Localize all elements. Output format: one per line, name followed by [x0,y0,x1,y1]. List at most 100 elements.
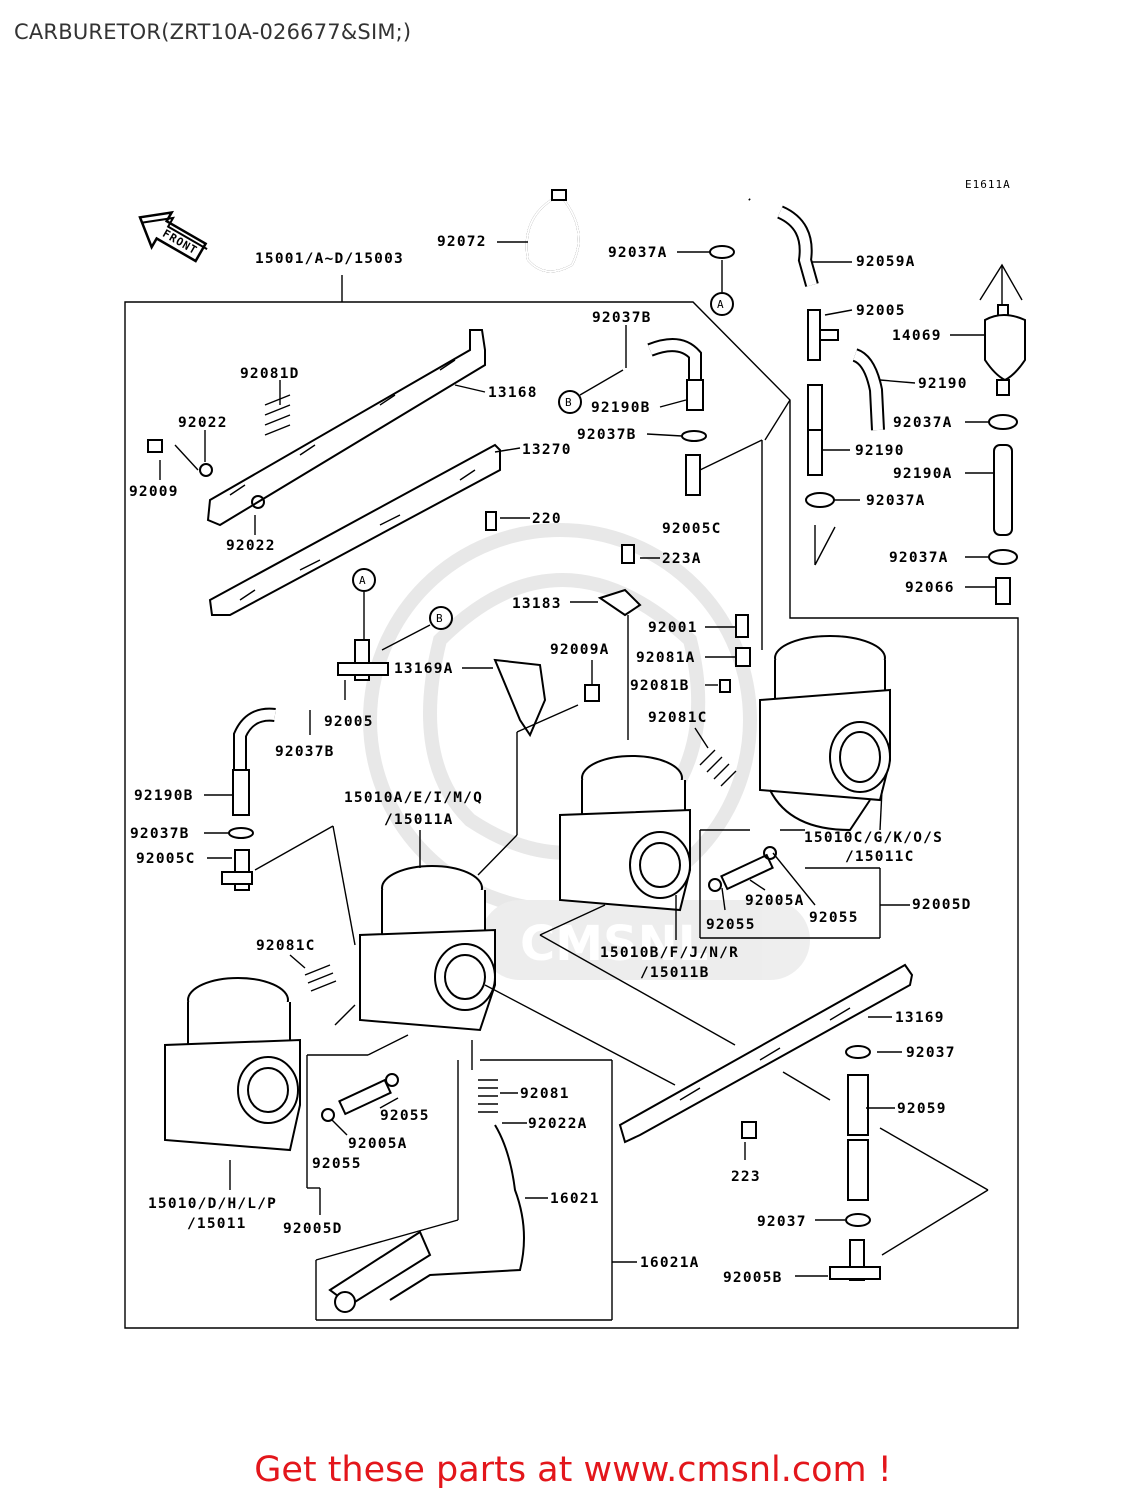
label-92005D-2: 92005D [283,1221,343,1237]
clamp-92072 [525,189,580,273]
watermark-text: CMSNL [520,916,708,972]
plate-13270 [208,443,501,616]
watermark-logo: CMSNL [363,523,810,980]
label-92190B-2: 92190B [134,788,194,804]
label-223: 223 [731,1169,761,1185]
spring-92081 [478,1079,498,1113]
joint-92005A-left [321,1073,399,1122]
fuel-hose-group: A [709,181,819,316]
label-223A: 223A [662,551,702,567]
label-92005C-2: 92005C [136,851,196,867]
label-16021: 16021 [550,1191,600,1207]
callout-b-top: B [565,396,573,409]
carburetor-2 [559,755,691,912]
bracket-13168 [206,329,486,527]
label-92037B-1: 92037B [592,310,652,326]
label-92001: 92001 [648,620,698,636]
label-92005-2: 92005 [324,714,374,730]
parts-diagram: CMSNL FRONT E1611A A [124,178,1026,1329]
label-92037B-2: 92037B [577,427,637,443]
assembly-outline [124,301,1019,1329]
part-labels: 15001/A~D/15003 92072 92037A 92059A 9200… [129,234,972,1286]
label-92055-1: 92055 [706,917,756,933]
label-92059: 92059 [897,1101,947,1117]
label-92005D-1: 92005D [912,897,972,913]
fuel-filter-14069 [979,263,1026,605]
label-13270: 13270 [522,442,572,458]
label-92037A-2: 92037A [893,415,953,431]
label-15010B: 15010B/F/J/N/R [600,945,739,961]
label-92037B-3: 92037B [275,744,335,760]
label-15010: 15010/D/H/L/P [148,1196,277,1212]
label-92022-2: 92022 [226,538,276,554]
joint-92005A-right [708,846,777,892]
label-92072: 92072 [437,234,487,250]
hose-92190B-top [647,338,707,496]
hose-92059 [829,1045,881,1281]
callout-b: B [436,612,444,625]
label-92081C-1: 92081C [648,710,708,726]
label-92009: 92009 [129,484,179,500]
label-92081A: 92081A [636,650,696,666]
front-arrow-icon: FRONT [138,210,208,263]
carburetor-1 [759,635,891,832]
label-92037: 92037 [906,1045,956,1061]
label-92190A: 92190A [893,466,953,482]
label-92081B: 92081B [630,678,690,694]
spring-92081D [264,394,291,436]
rail-13169 [618,963,914,1144]
screws [147,439,757,1139]
label-92190-2: 92190 [855,443,905,459]
t-joint-92005-left [337,639,389,681]
cable-16021 [328,1124,525,1313]
label-13169: 13169 [895,1010,945,1026]
label-92037A-3: 92037A [866,493,926,509]
label-92055-4: 92055 [312,1156,362,1172]
label-92081D: 92081D [240,366,300,382]
label-92022-1: 92022 [178,415,228,431]
leader-lines [159,241,996,1321]
label-15011: /15011 [187,1216,247,1232]
t-joint-92005 [805,309,885,566]
label-92037B-4: 92037B [130,826,190,842]
label-92005: 92005 [856,303,906,319]
label-92005B: 92005B [723,1270,783,1286]
page-title: CARBURETOR(ZRT10A-026677&SIM;) [14,20,412,44]
label-15010C: 15010C/G/K/O/S [804,830,943,846]
label-15011A: /15011A [384,812,454,828]
label-14069: 14069 [892,328,942,344]
label-92005A-1: 92005A [745,893,805,909]
label-92009A: 92009A [550,642,610,658]
label-92055-2: 92055 [809,910,859,926]
label-92081: 92081 [520,1086,570,1102]
carburetor-4 [164,977,301,1152]
label-92190: 92190 [918,376,968,392]
label-92037A-4: 92037A [889,550,949,566]
label-92190B-1: 92190B [591,400,651,416]
label-220: 220 [532,511,562,527]
label-15011B: /15011B [640,965,710,981]
label-92037-2: 92037 [757,1214,807,1230]
label-13168: 13168 [488,385,538,401]
callout-a: A [359,574,367,587]
carburetor-3 [359,865,496,1032]
label-15010A: 15010A/E/I/M/Q [344,790,483,806]
label-92055-3: 92055 [380,1108,430,1124]
hose-92190B-left [221,707,276,891]
spring-92081C-upper [699,749,737,787]
label-92081C-2: 92081C [256,938,316,954]
diagram-code: E1611A [965,178,1011,191]
label-92037A-1: 92037A [608,245,668,261]
callout-a-top: A [717,298,725,311]
label-92022A: 92022A [528,1116,588,1132]
label-92005C-1: 92005C [662,521,722,537]
footer-link[interactable]: Get these parts at www.cmsnl.com ! [254,1450,892,1490]
label-92005A-2: 92005A [348,1136,408,1152]
label-13169A: 13169A [394,661,454,677]
label-15011C: /15011C [845,849,915,865]
label-13183: 13183 [512,596,562,612]
spring-92081C-lower [304,964,337,992]
label-92059A: 92059A [856,254,916,270]
label-92066: 92066 [905,580,955,596]
label-15001: 15001/A~D/15003 [255,251,404,267]
